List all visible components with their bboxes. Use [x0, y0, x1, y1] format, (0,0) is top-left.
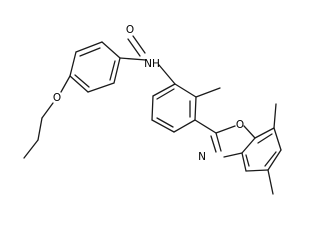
carbonyl-oxygen-label: O	[126, 24, 134, 36]
oxazole-nitrogen-label: N	[198, 151, 206, 163]
amide-hydrogen-label: H	[152, 58, 160, 70]
oxazole-oxygen-label: O	[236, 119, 244, 131]
bonds	[23, 35, 282, 195]
atom-labels: O N H O O N	[53, 24, 244, 163]
amide-nitrogen-label: N	[144, 58, 152, 70]
ether-oxygen-label: O	[53, 92, 61, 104]
molecule-structure: O N H O O N	[23, 24, 282, 195]
